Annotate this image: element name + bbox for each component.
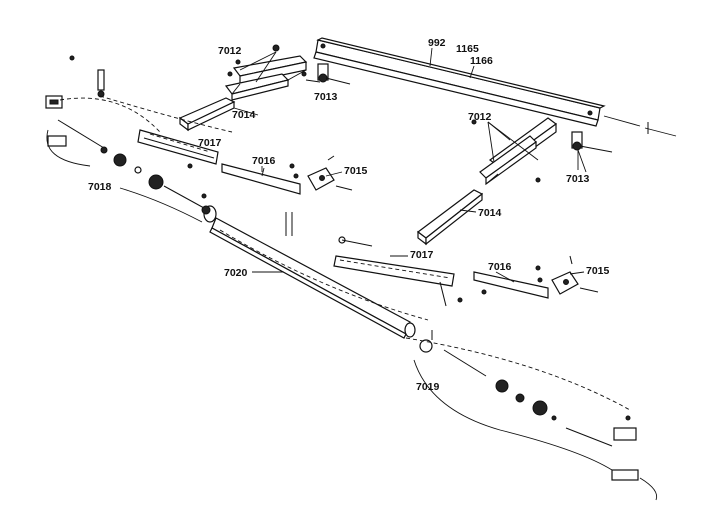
label-7016-upper: 7016 [252, 155, 276, 167]
label-7013-right: 7013 [566, 173, 590, 185]
right-end-assembly-part [405, 330, 658, 501]
upper-strip-part [221, 163, 301, 195]
label-1166: 1166 [470, 55, 493, 67]
leader-7014-right [459, 209, 477, 213]
lower-latch-part [535, 255, 599, 295]
label-7016-lower: 7016 [488, 261, 512, 273]
label-992: 992 [428, 37, 446, 49]
label-7015-upper: 7015 [344, 165, 368, 177]
upper-left-bracket-part [224, 44, 308, 101]
label-7012-upper: 7012 [218, 45, 242, 57]
right-clip-part [571, 131, 613, 173]
upper-latch-part [289, 155, 353, 191]
upper-right-bracket-part [471, 117, 558, 186]
label-7012-right: 7012 [468, 111, 492, 123]
leader-992 [429, 47, 433, 67]
leader-7015-upper [325, 171, 343, 177]
lower-runner-part [333, 236, 463, 307]
upper-clip-part [301, 63, 351, 85]
lower-strip-part [473, 271, 549, 299]
label-7014-upper: 7014 [232, 109, 256, 121]
label-7020: 7020 [224, 267, 248, 279]
label-1165: 1165 [456, 43, 479, 55]
left-end-assembly-part [45, 55, 211, 223]
left-assembly-dash-path [99, 95, 233, 133]
right-pad-part [417, 189, 484, 246]
upper-pad-part [178, 97, 259, 132]
label-7018: 7018 [88, 181, 112, 193]
tube-assembly-dash-path [219, 229, 429, 321]
upper-runner-part [137, 129, 219, 169]
label-7015-lower: 7015 [586, 265, 610, 277]
label-7019: 7019 [416, 381, 440, 393]
leader-7015-lower [569, 271, 585, 275]
label-7013-upper: 7013 [314, 91, 338, 103]
leader-7016-lower [495, 271, 515, 283]
leader-1166 [469, 65, 475, 79]
label-7014-right: 7014 [478, 207, 502, 219]
label-7017-lower: 7017 [410, 249, 434, 261]
top-rail-part [313, 37, 677, 137]
label-7017-upper: 7017 [198, 137, 222, 149]
